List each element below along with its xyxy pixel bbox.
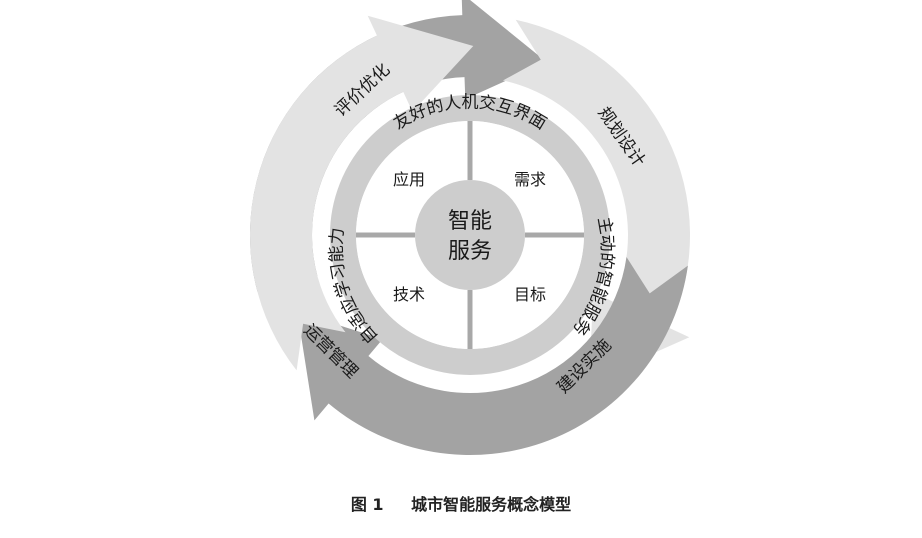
figure-number: 图 1 [350, 495, 384, 514]
center-label-line2: 服务 [448, 239, 492, 264]
figure-title: 城市智能服务概念模型 [411, 495, 572, 514]
center-circle [415, 180, 525, 290]
quadrant-dividers [356, 121, 584, 349]
outer-cycle [249, 0, 691, 455]
interface-ring [330, 95, 610, 375]
quadrant-label-demand: 需求 [514, 170, 546, 189]
figure-caption: 图 1 城市智能服务概念模型 [0, 491, 922, 515]
arrow-construction-implementation [297, 257, 688, 455]
quadrant-label-technology: 技术 [393, 285, 425, 304]
center-label-line1: 智能 [448, 209, 492, 234]
quadrant-label-goal: 目标 [514, 285, 546, 304]
quadrant-label-application: 应用 [393, 170, 425, 189]
arrow-operation-management [249, 15, 474, 371]
